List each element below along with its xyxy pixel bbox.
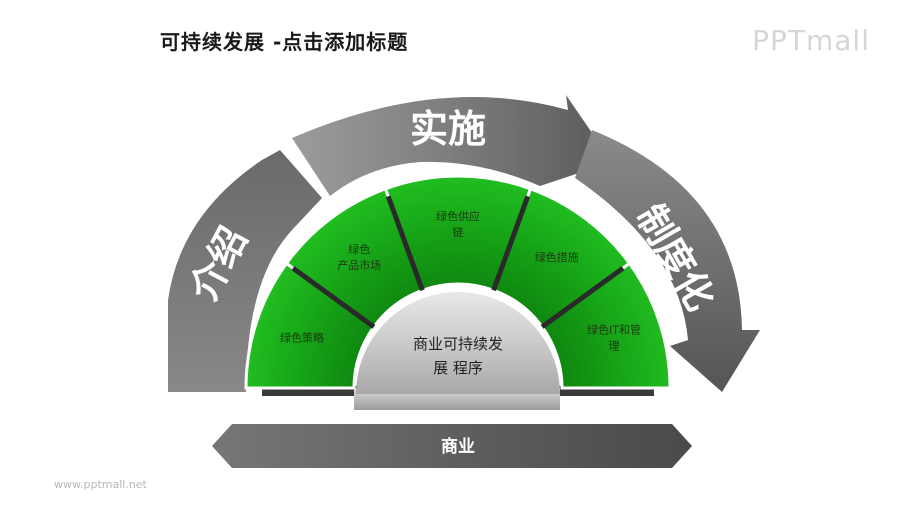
process-arrows [168,95,760,392]
arrow-label-implementation: 实施 [410,107,486,151]
segment-4-label-line-1: 绿色措施 [535,250,579,264]
segment-5-label-line-1: 绿色IT和管 [587,322,641,336]
center-dome [356,292,560,394]
segment-divider-4 [540,266,625,329]
arrow-implementation [292,95,612,196]
segment-divider-3 [491,195,531,292]
segment-3-label-line-1: 绿色供应 [436,209,480,223]
segment-2-label-line-2: 产品市场 [337,258,381,272]
segment-divider-1 [291,266,376,329]
footer-url: www.pptmall.net [54,478,147,491]
segment-5-label-line-2: 理 [608,339,619,352]
arrow-introduction [168,150,322,392]
base-label: 商业 [441,436,475,457]
center-label-line1: 商业可持续发 [413,335,503,353]
page-title: 可持续发展 -点击添加标题 [160,30,409,54]
arrow-institutionalization [575,130,760,392]
center-hub [354,292,560,410]
base-arrow [212,424,692,468]
center-label-line2: 展 程序 [433,359,483,377]
segment-2-label-line-1: 绿色 [348,242,370,256]
segment-divider-2 [385,195,425,292]
segment-1-label-line-1: 绿色策略 [280,330,324,344]
brand-logo: PPTmall [752,24,870,57]
segment-5 [540,261,672,390]
segment-3-label-line-2: 链 [453,225,464,239]
